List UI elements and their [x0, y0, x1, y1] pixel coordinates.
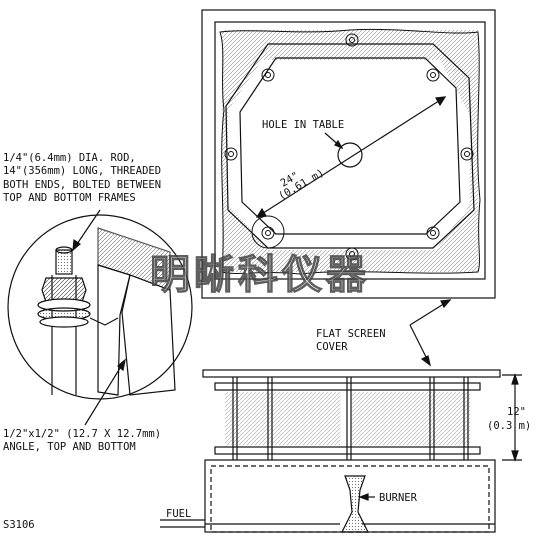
label-angle-2: ANGLE, TOP AND BOTTOM [3, 441, 136, 453]
outer-table-square [201, 9, 496, 299]
label-hole-in-table: HOLE IN TABLE [262, 119, 344, 131]
angle-plate-front [121, 274, 176, 396]
side-mesh-left [225, 392, 340, 445]
hole-in-table [337, 142, 363, 168]
label-height-inch: 12" [507, 406, 526, 418]
watermark: 明晰科仪器 [150, 251, 370, 298]
frame-inner [239, 57, 461, 235]
figure-id: S3106 [3, 519, 35, 531]
inner-table-square [214, 21, 486, 280]
frame-bolts [224, 33, 474, 261]
screen-mesh-region [222, 30, 478, 272]
label-rod-3: BOTH ENDS, BOLTED BETWEEN [3, 179, 161, 191]
label-rod-4: TOP AND BOTTOM FRAMES [3, 192, 136, 204]
top-view [201, 9, 496, 299]
screen-edge [219, 28, 481, 275]
label-flat-screen-1: FLAT SCREEN [316, 328, 386, 340]
label-angle-1: 1/2"x1/2" (12.7 X 12.7mm) [3, 428, 161, 440]
burner [341, 475, 369, 533]
label-burner: BURNER [379, 492, 418, 504]
rod-washer-3 [39, 316, 89, 328]
detail-view [7, 209, 193, 426]
label-rod-2: 14"(356mm) LONG, THREADED [3, 165, 161, 177]
label-fuel: FUEL [166, 508, 191, 520]
side-view [160, 299, 522, 533]
hole-arrow [334, 139, 344, 150]
side-rods [232, 377, 469, 460]
detail-circle [7, 214, 193, 400]
diameter-dimension-line [256, 96, 446, 218]
label-rod-1: 1/4"(6.4mm) DIA. ROD, [3, 152, 136, 164]
dim-arrow-end [435, 96, 447, 107]
angle-arrow [89, 317, 119, 326]
side-mesh-right [352, 392, 470, 445]
detail-callout-circle [251, 215, 285, 249]
label-height-metric: (0.3 m) [487, 420, 531, 432]
angle-plate-side [97, 264, 131, 396]
flat-screen-cover [202, 369, 501, 378]
rod-top [55, 249, 73, 275]
dim-arrow-start [255, 207, 267, 218]
angle-leader [84, 359, 126, 426]
frame-outer [225, 43, 475, 249]
label-flat-screen-2: COVER [316, 341, 348, 353]
